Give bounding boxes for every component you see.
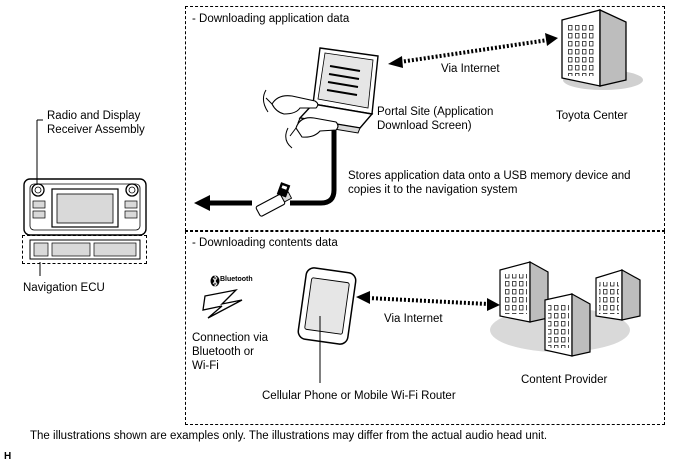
application-section-title: - Downloading application data — [192, 13, 350, 25]
content-provider-label: Content Provider — [521, 374, 608, 386]
portal-site-label-line2: Download Screen) — [377, 120, 472, 132]
via-internet-bottom-label: Via Internet — [384, 313, 443, 325]
contents-data-box — [185, 231, 665, 425]
connection-label-line1: Connection via — [192, 332, 269, 344]
bluetooth-icon — [210, 275, 220, 287]
building-icon — [561, 8, 643, 90]
bluetooth-logo-text: Bluetooth — [220, 276, 253, 283]
portal-site-label-line1: Portal Site (Application — [377, 106, 494, 118]
radio-display-label-line2: Receiver Assembly — [47, 124, 145, 136]
navigation-ecu-label: Navigation ECU — [23, 282, 105, 294]
contents-section-title: - Downloading contents data — [192, 237, 338, 249]
connection-label-line3: Wi-Fi — [192, 360, 219, 372]
stores-label-line1: Stores application data onto a USB memor… — [348, 170, 631, 182]
toyota-center-label: Toyota Center — [556, 110, 628, 122]
smartphone-icon — [297, 267, 357, 383]
wireless-signal-icon — [202, 288, 243, 319]
cellular-phone-label: Cellular Phone or Mobile Wi-Fi Router — [262, 390, 456, 402]
stores-label-line2: copies it to the navigation system — [348, 184, 518, 196]
footer-note: The illustrations shown are examples onl… — [30, 430, 548, 442]
figure-code: H — [4, 451, 12, 462]
building-icon — [490, 260, 641, 357]
usb-memory-icon — [255, 182, 293, 217]
arrow-icon — [194, 130, 337, 211]
connection-label-line2: Bluetooth or — [192, 346, 255, 358]
internet-link-top — [388, 33, 558, 68]
internet-link-bottom — [356, 291, 500, 311]
via-internet-top-label: Via Internet — [441, 63, 500, 75]
radio-display-label-line1: Radio and Display — [47, 110, 141, 122]
head-unit-icon — [23, 119, 147, 276]
application-data-box — [185, 6, 665, 231]
laptop-icon — [262, 47, 379, 149]
